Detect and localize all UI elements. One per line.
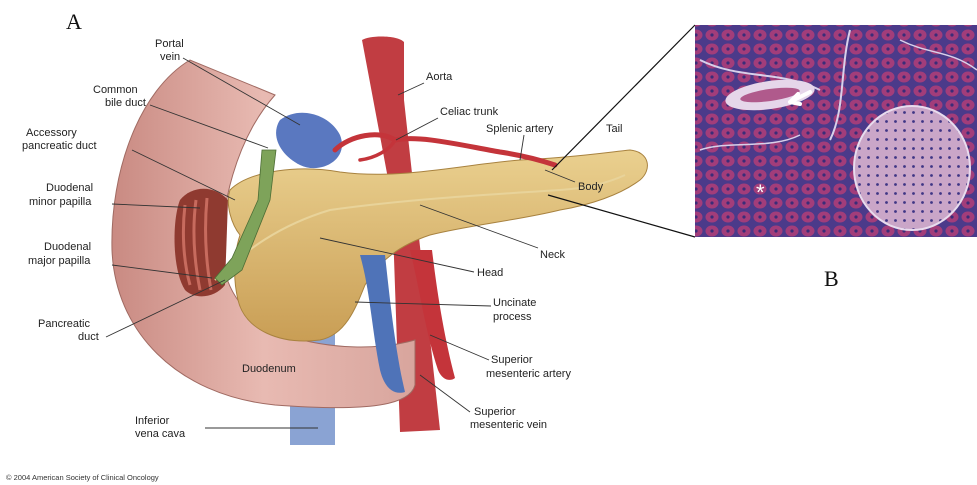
svg-text:vein: vein <box>160 51 180 63</box>
svg-text:minor papilla: minor papilla <box>29 196 92 208</box>
svg-text:process: process <box>493 311 532 323</box>
svg-text:Accessory: Accessory <box>26 127 77 139</box>
label-duodenal-minor-papilla: Duodenal minor papilla <box>29 182 93 208</box>
svg-text:mesenteric vein: mesenteric vein <box>470 419 547 431</box>
svg-text:Uncinate: Uncinate <box>493 297 536 309</box>
label-head: Head <box>477 267 503 279</box>
svg-text:Duodenal: Duodenal <box>46 182 93 194</box>
label-accessory-pancreatic-duct: Accessory pancreatic duct <box>22 127 97 152</box>
svg-text:bile duct: bile duct <box>105 97 146 109</box>
label-inferior-vena-cava: Inferior vena cava <box>135 415 186 440</box>
anatomical-illustration <box>112 36 648 445</box>
svg-text:Portal: Portal <box>155 38 184 50</box>
islet-of-langerhans-shape <box>854 106 970 230</box>
label-superior-mesenteric-vein: Superior mesenteric vein <box>470 406 547 431</box>
svg-text:Common: Common <box>93 84 138 96</box>
svg-text:Pancreatic: Pancreatic <box>38 318 90 330</box>
label-body: Body <box>578 181 604 193</box>
panel-a-letter: A <box>66 9 82 34</box>
copyright-notice: © 2004 American Society of Clinical Onco… <box>6 473 159 482</box>
svg-text:vena cava: vena cava <box>135 428 186 440</box>
callout-line-bottom <box>548 195 695 237</box>
svg-text:Superior: Superior <box>491 354 533 366</box>
label-tail: Tail <box>606 123 623 135</box>
histology-micrograph <box>695 25 977 237</box>
label-aorta: Aorta <box>426 71 453 83</box>
svg-text:duct: duct <box>78 331 99 343</box>
callout-line-top <box>552 25 695 170</box>
svg-text:major papilla: major papilla <box>28 255 91 267</box>
svg-text:Inferior: Inferior <box>135 415 170 427</box>
label-celiac-trunk: Celiac trunk <box>440 106 499 118</box>
panel-b-letter: B <box>824 266 839 291</box>
svg-text:Superior: Superior <box>474 406 516 418</box>
svg-text:mesenteric artery: mesenteric artery <box>486 368 571 380</box>
label-superior-mesenteric-artery: Superior mesenteric artery <box>486 354 571 380</box>
portal-vein-shape <box>276 113 342 168</box>
svg-text:Duodenal: Duodenal <box>44 241 91 253</box>
label-duodenal-major-papilla: Duodenal major papilla <box>28 241 91 267</box>
label-splenic-artery: Splenic artery <box>486 123 554 135</box>
label-pancreatic-duct: Pancreatic duct <box>38 318 99 343</box>
svg-text:pancreatic duct: pancreatic duct <box>22 140 97 152</box>
label-portal-vein: Portal vein <box>155 38 184 63</box>
label-uncinate-process: Uncinate process <box>493 297 536 323</box>
label-common-bile-duct: Common bile duct <box>93 84 146 109</box>
label-neck: Neck <box>540 249 566 261</box>
label-duodenum: Duodenum <box>242 363 296 375</box>
acinus-asterisk-marker: * <box>756 180 765 205</box>
